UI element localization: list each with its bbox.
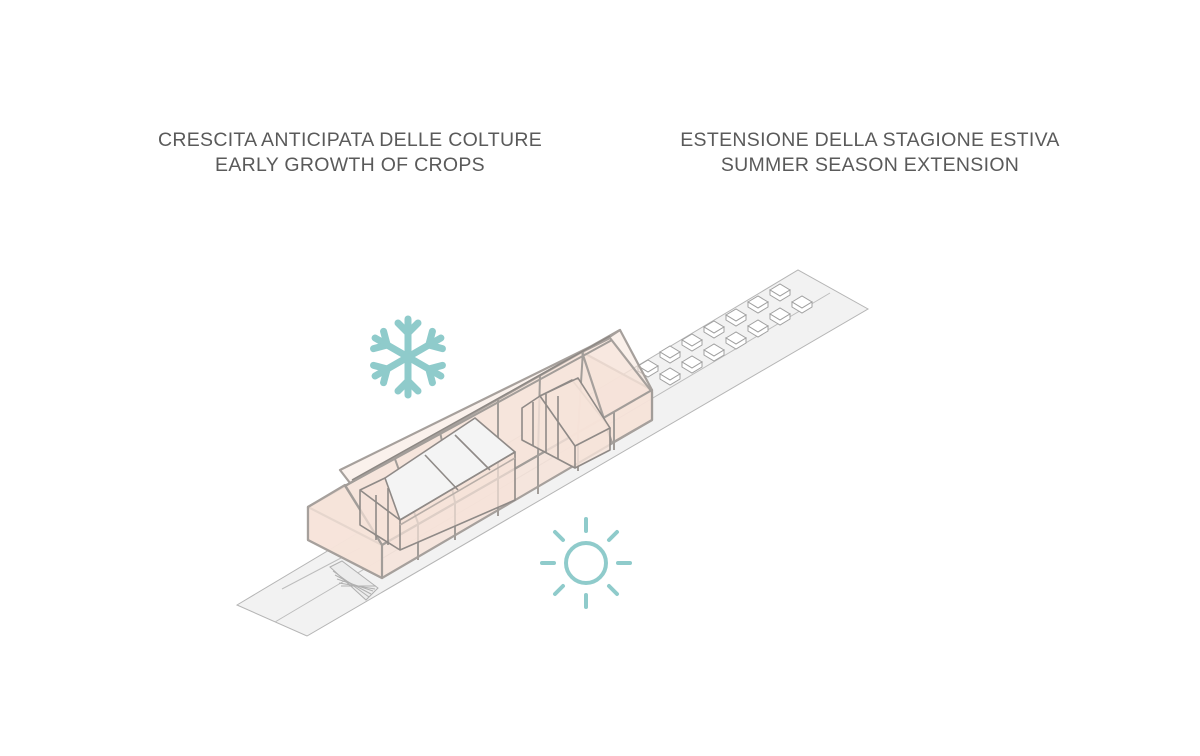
caption-italian: ESTENSIONE DELLA STAGIONE ESTIVA bbox=[680, 129, 1060, 151]
caption-season-extension: ESTENSIONE DELLA STAGIONE ESTIVA SUMMER … bbox=[670, 128, 1070, 178]
inner-greenhouse-right bbox=[521, 377, 611, 469]
planter-boxes bbox=[637, 283, 813, 386]
stairs bbox=[329, 560, 379, 601]
caption-early-growth: CRESCITA ANTICIPATA DELLE COLTURE EARLY … bbox=[150, 128, 550, 178]
inner-greenhouse-left bbox=[359, 417, 516, 551]
snowflake-icon bbox=[370, 315, 446, 395]
caption-italian: CRESCITA ANTICIPATA DELLE COLTURE bbox=[157, 129, 543, 151]
caption-english: SUMMER SEASON EXTENSION bbox=[720, 154, 1020, 176]
sun-icon bbox=[540, 517, 632, 609]
caption-english: EARLY GROWTH OF CROPS bbox=[215, 154, 485, 176]
